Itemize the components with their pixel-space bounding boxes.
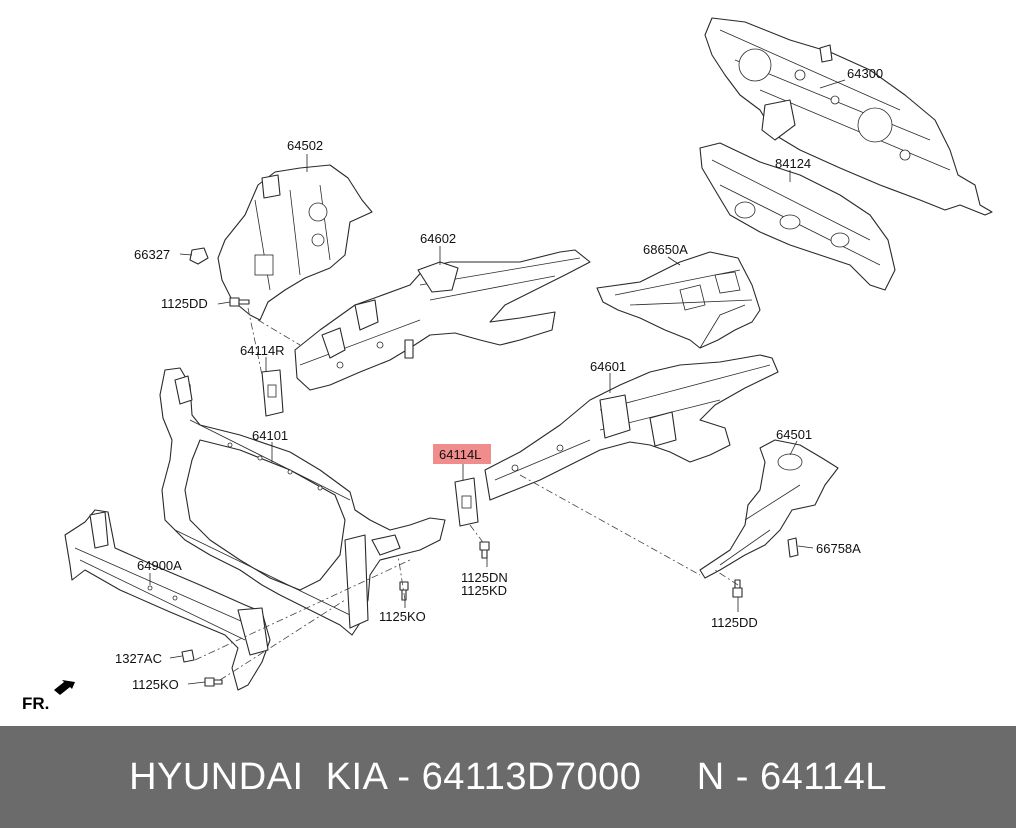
dash-panel-64300 <box>704 17 993 216</box>
side-member-64602 <box>294 249 591 391</box>
label-1125DD-top: 1125DD <box>161 296 208 311</box>
front-label: FR. <box>22 694 49 713</box>
part-highlight-box <box>433 444 491 464</box>
label-1125DD-bottom: 1125DD <box>711 615 758 630</box>
apron-64502 <box>217 164 373 321</box>
label-1125KD: 1125KD <box>461 583 507 598</box>
label-64601: 64601 <box>590 359 626 374</box>
parts-diagram: 64300 84124 64502 66327 1125DD 64602 686… <box>22 17 993 713</box>
label-1125KO-bottom: 1125KO <box>132 677 179 692</box>
bumper-beam-64900A <box>64 509 271 691</box>
insulator-pad-84124 <box>699 142 896 291</box>
clip-66327 <box>189 247 209 265</box>
footer-text: HYUNDAI KIA - 64113D7000 N - 64114L <box>129 755 887 798</box>
label-64502: 64502 <box>287 138 323 153</box>
side-member-64601 <box>484 354 779 501</box>
label-64900A: 64900A <box>137 558 182 573</box>
label-64114R: 64114R <box>240 343 285 358</box>
label-1327AC: 1327AC <box>115 651 162 666</box>
bolt-1125KO-bottom <box>204 677 223 687</box>
bolt-1125DD-bottom <box>732 579 743 598</box>
clip-66758A <box>787 537 799 558</box>
front-direction-marker: FR. <box>22 680 75 713</box>
label-84124: 84124 <box>775 156 811 171</box>
radiator-carrier-64101 <box>159 367 446 636</box>
front-arrow-icon <box>54 680 75 695</box>
bracket-64114L <box>454 477 479 527</box>
label-64602: 64602 <box>420 231 456 246</box>
label-64501: 64501 <box>776 427 812 442</box>
insulator-68650A <box>596 251 761 349</box>
leader-lines <box>149 79 846 685</box>
assembly-lines <box>194 307 739 681</box>
bolt-1125KO-mid <box>399 581 409 601</box>
apron-64501 <box>699 439 839 579</box>
label-1125KO-mid: 1125KO <box>379 609 426 624</box>
bolt-1125DN <box>479 541 490 559</box>
part-number-footer: HYUNDAI KIA - 64113D7000 N - 64114L <box>0 726 1016 828</box>
label-1125DN: 1125DN <box>461 570 508 585</box>
label-66758A: 66758A <box>816 541 861 556</box>
label-64300: 64300 <box>847 66 883 81</box>
label-66327: 66327 <box>134 247 170 262</box>
bracket-64114R <box>261 369 284 417</box>
label-64101: 64101 <box>252 428 288 443</box>
label-64114L: 64114L <box>439 447 481 462</box>
nut-1327AC <box>181 649 195 663</box>
label-68650A: 68650A <box>643 242 688 257</box>
